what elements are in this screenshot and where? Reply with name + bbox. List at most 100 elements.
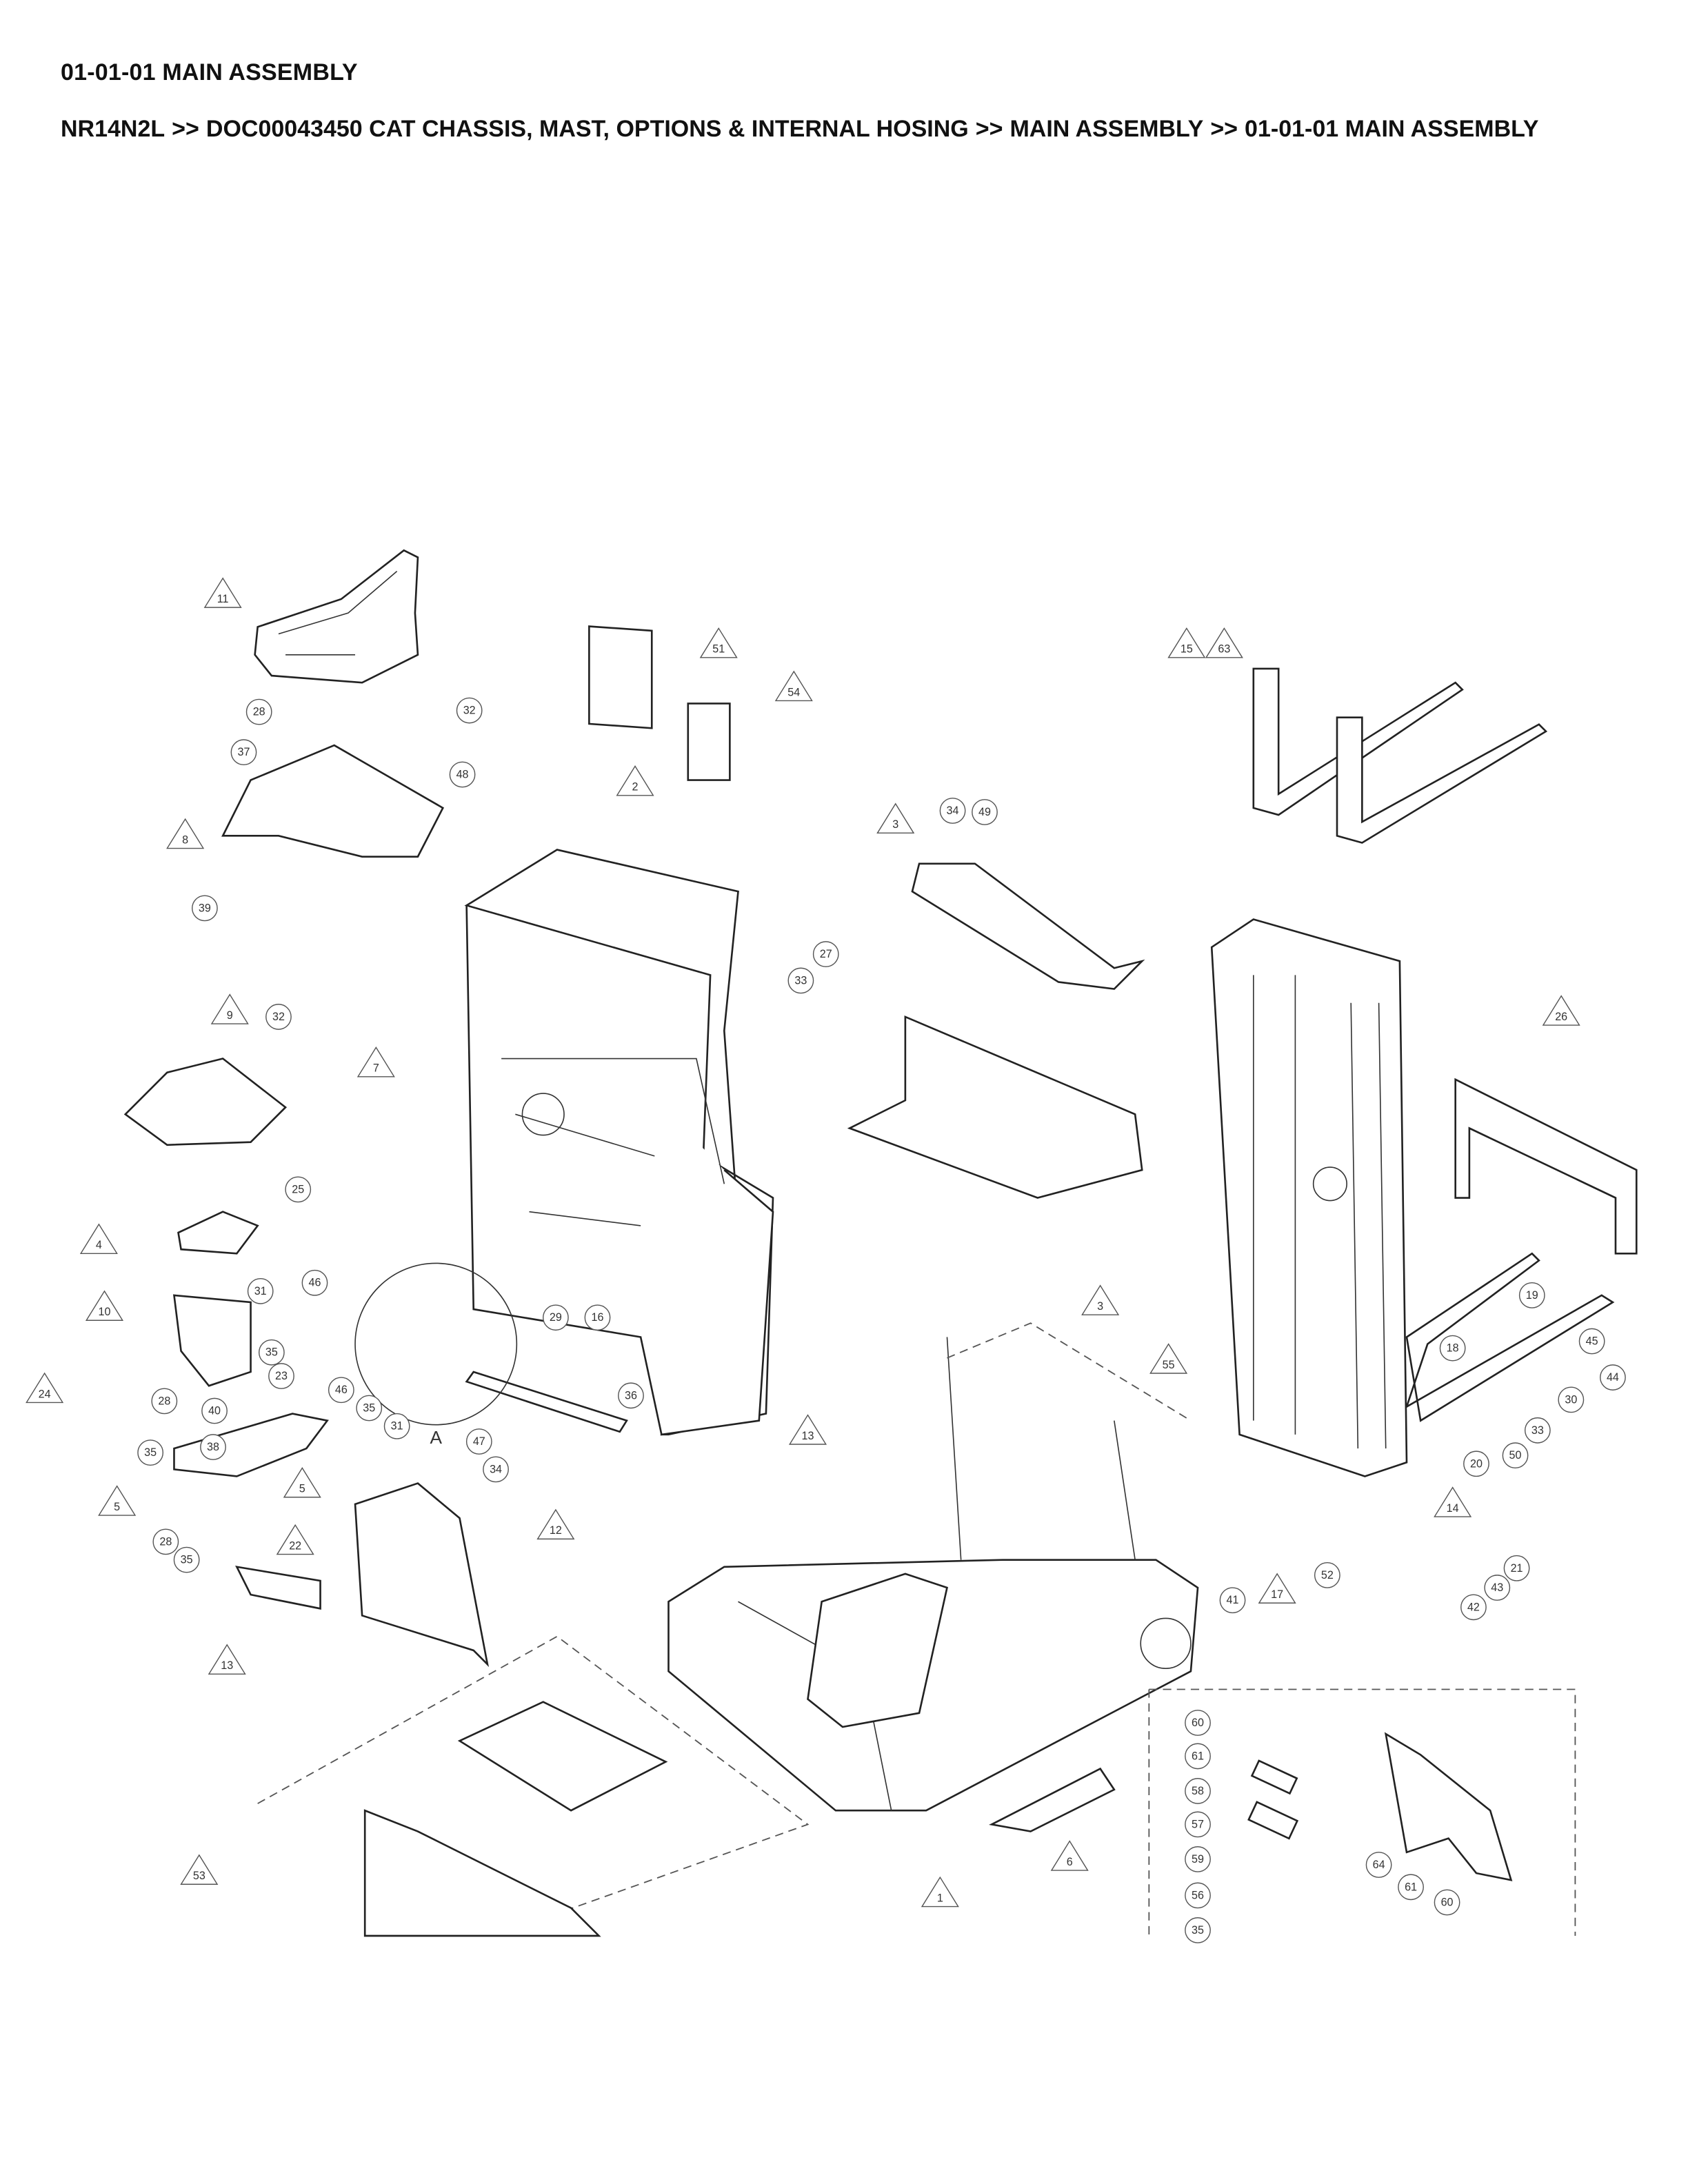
callout-14[interactable]: 14 (1434, 1486, 1472, 1517)
callout-38[interactable]: 38 (200, 1434, 226, 1460)
callout-circle-icon (200, 1434, 226, 1460)
callout-triangle-icon (98, 1485, 137, 1516)
callout-32[interactable]: 32 (456, 697, 483, 724)
callout-35[interactable]: 35 (356, 1395, 383, 1422)
callout-43[interactable]: 43 (1484, 1575, 1511, 1601)
callout-5[interactable]: 5 (283, 1467, 321, 1498)
callout-7[interactable]: 7 (356, 1046, 395, 1078)
breadcrumb-item-model[interactable]: NR14N2L (61, 116, 165, 142)
callout-50[interactable]: 50 (1502, 1442, 1529, 1469)
callout-60[interactable]: 60 (1434, 1889, 1460, 1916)
callout-2[interactable]: 2 (616, 765, 654, 796)
callout-circle-icon (1185, 1778, 1211, 1804)
callout-34[interactable]: 34 (939, 798, 966, 824)
callout-23[interactable]: 23 (268, 1363, 294, 1389)
callout-40[interactable]: 40 (201, 1397, 228, 1424)
callout-6[interactable]: 6 (1050, 1840, 1089, 1871)
callout-57[interactable]: 57 (1185, 1811, 1211, 1838)
callout-41[interactable]: 41 (1219, 1587, 1246, 1614)
callout-label: 7 (373, 1062, 379, 1075)
callout-1[interactable]: 1 (921, 1876, 959, 1908)
callout-54[interactable]: 54 (774, 670, 813, 702)
callout-32[interactable]: 32 (265, 1004, 292, 1030)
callout-3[interactable]: 3 (876, 802, 915, 834)
breadcrumb-separator: >> (1210, 116, 1238, 142)
callout-13[interactable]: 13 (208, 1644, 246, 1675)
callout-triangle-icon (876, 802, 915, 834)
callout-35[interactable]: 35 (258, 1339, 285, 1366)
callout-26[interactable]: 26 (1542, 995, 1580, 1026)
callout-circle-icon (137, 1439, 164, 1466)
callout-35[interactable]: 35 (173, 1546, 200, 1573)
callout-52[interactable]: 52 (1314, 1561, 1340, 1588)
breadcrumb: NR14N2L >> DOC00043450 CAT CHASSIS, MAST, … (61, 116, 1545, 143)
callout-25[interactable]: 25 (285, 1176, 312, 1203)
callout-9[interactable]: 9 (210, 993, 249, 1024)
callout-60[interactable]: 60 (1185, 1710, 1211, 1736)
callout-46[interactable]: 46 (301, 1269, 328, 1296)
callout-64[interactable]: 64 (1365, 1852, 1392, 1878)
callout-8[interactable]: 8 (166, 818, 205, 849)
callout-42[interactable]: 42 (1460, 1594, 1487, 1621)
callout-27[interactable]: 27 (812, 941, 839, 967)
callout-51[interactable]: 51 (699, 627, 738, 658)
callout-28[interactable]: 28 (151, 1388, 178, 1415)
callout-61[interactable]: 61 (1185, 1743, 1211, 1770)
callout-33[interactable]: 33 (787, 967, 814, 994)
callout-28[interactable]: 28 (152, 1528, 179, 1555)
callout-35[interactable]: 35 (1185, 1917, 1211, 1943)
callout-21[interactable]: 21 (1503, 1555, 1530, 1581)
callout-34[interactable]: 34 (483, 1456, 509, 1483)
callout-label: 26 (1555, 1011, 1567, 1023)
inset-bracket-part (1384, 1732, 1513, 1881)
callout-31[interactable]: 31 (383, 1413, 410, 1439)
callout-29[interactable]: 29 (543, 1304, 569, 1331)
callout-53[interactable]: 53 (180, 1854, 219, 1885)
breadcrumb-item-main-assembly[interactable]: MAIN ASSEMBLY (1009, 116, 1204, 142)
callout-22[interactable]: 22 (276, 1524, 314, 1555)
callout-label: 8 (182, 833, 188, 846)
callout-19[interactable]: 19 (1518, 1282, 1545, 1308)
callout-10[interactable]: 10 (85, 1290, 124, 1321)
callout-17[interactable]: 17 (1258, 1573, 1296, 1604)
callout-48[interactable]: 48 (449, 761, 476, 788)
breadcrumb-item-document[interactable]: DOC00043450 CAT CHASSIS, MAST, OPTIONS &… (205, 116, 969, 142)
callout-47[interactable]: 47 (465, 1428, 492, 1455)
callout-49[interactable]: 49 (972, 799, 998, 825)
callout-28[interactable]: 28 (245, 698, 272, 725)
callout-45[interactable]: 45 (1578, 1328, 1605, 1355)
callout-63[interactable]: 63 (1205, 627, 1243, 658)
callout-33[interactable]: 33 (1524, 1417, 1551, 1444)
callout-35[interactable]: 35 (137, 1439, 164, 1466)
callout-circle-icon (1524, 1417, 1551, 1444)
callout-55[interactable]: 55 (1149, 1343, 1188, 1374)
callout-24[interactable]: 24 (26, 1372, 64, 1404)
callout-13[interactable]: 13 (788, 1414, 827, 1445)
callout-37[interactable]: 37 (230, 739, 257, 766)
callout-46[interactable]: 46 (328, 1377, 354, 1404)
callout-label: 29 (550, 1311, 562, 1324)
callout-5[interactable]: 5 (98, 1485, 137, 1516)
callout-61[interactable]: 61 (1398, 1874, 1424, 1901)
callout-59[interactable]: 59 (1185, 1846, 1211, 1872)
callout-circle-icon (151, 1388, 178, 1415)
callout-36[interactable]: 36 (618, 1382, 644, 1409)
floor-mat-region (257, 1635, 810, 1937)
callout-30[interactable]: 30 (1558, 1386, 1585, 1413)
decal-part (588, 625, 653, 729)
callout-11[interactable]: 11 (203, 577, 242, 608)
callout-3[interactable]: 3 (1081, 1284, 1120, 1315)
callout-15[interactable]: 15 (1167, 627, 1206, 658)
callout-4[interactable]: 4 (79, 1223, 118, 1255)
callout-18[interactable]: 18 (1439, 1335, 1466, 1362)
callout-44[interactable]: 44 (1600, 1364, 1626, 1391)
callout-label: 50 (1509, 1449, 1522, 1462)
callout-39[interactable]: 39 (192, 895, 218, 922)
callout-56[interactable]: 56 (1185, 1882, 1211, 1909)
callout-12[interactable]: 12 (536, 1508, 575, 1540)
callout-31[interactable]: 31 (247, 1277, 274, 1304)
callout-16[interactable]: 16 (584, 1304, 611, 1331)
callout-20[interactable]: 20 (1463, 1450, 1489, 1477)
callout-58[interactable]: 58 (1185, 1778, 1211, 1804)
seat-part (254, 549, 419, 684)
